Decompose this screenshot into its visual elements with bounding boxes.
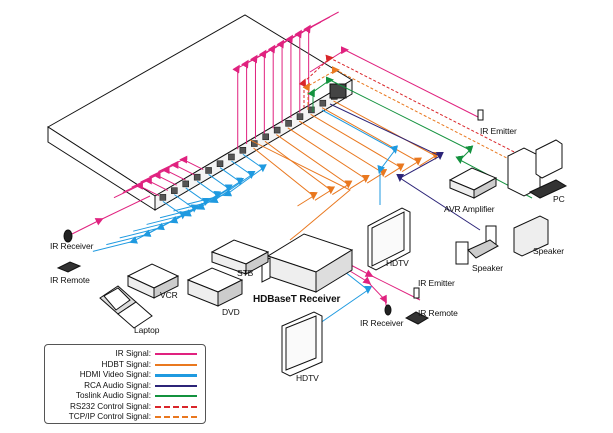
port-connector xyxy=(262,133,269,141)
ir-receiver-right-icon xyxy=(384,304,392,316)
legend-label: HDMI Video Signal: xyxy=(79,370,151,379)
label-ir-remote-right: IR Remote xyxy=(418,308,458,318)
legend-item-hdbt: HDBT Signal: xyxy=(45,360,205,370)
legend-item-toslink: Toslink Audio Signal: xyxy=(45,391,205,401)
power-socket xyxy=(329,83,347,99)
avr-amplifier xyxy=(448,167,498,199)
ir-emitter-right-icon xyxy=(413,287,420,299)
port-connector xyxy=(239,147,247,154)
rca-line xyxy=(329,103,481,231)
legend-item-hdmi: HDMI Video Signal: xyxy=(45,370,205,380)
laptop-device xyxy=(99,285,153,329)
matrix-switcher xyxy=(47,14,353,211)
label-ir-emitter-right: IR Emitter xyxy=(418,278,455,288)
legend-item-ir: IR Signal: xyxy=(45,349,205,359)
ir-input-line xyxy=(140,166,186,183)
ir-input-lines xyxy=(113,155,204,199)
label-speaker-center: Speaker xyxy=(472,263,503,273)
ir-input-line xyxy=(131,171,177,188)
port-connector xyxy=(228,153,235,161)
dvd-device xyxy=(186,267,244,307)
legend-item-rs232: RS232 Control Signal: xyxy=(45,402,205,412)
label-hdtv-top: HDTV xyxy=(386,258,409,268)
receiver-ir-out xyxy=(344,261,421,301)
label-dvd: DVD xyxy=(222,307,240,317)
control-lines xyxy=(71,46,533,331)
hdtv-bottom xyxy=(281,311,323,377)
hdbt-output-line xyxy=(253,147,318,207)
hdbt-output-line xyxy=(298,120,388,184)
label-laptop: Laptop xyxy=(134,325,160,335)
port-connector xyxy=(193,173,201,181)
label-ir-remote-left: IR Remote xyxy=(50,275,90,285)
legend-swatch xyxy=(155,353,197,355)
hdbt-receiver-line xyxy=(249,139,351,241)
stb-device xyxy=(210,239,270,275)
speaker-set-center xyxy=(455,225,499,265)
speaker-right xyxy=(513,215,549,257)
port-connector xyxy=(285,120,292,127)
label-pc: PC xyxy=(553,194,565,204)
label-hdtv-bottom: HDTV xyxy=(296,373,319,383)
legend-swatch xyxy=(155,416,197,418)
hdbt-output-line xyxy=(333,100,440,167)
left-ir-receiver-line xyxy=(71,195,151,235)
ir-input-line xyxy=(113,181,160,199)
devices xyxy=(56,109,568,377)
port-connector xyxy=(171,187,178,194)
hdmi-hdtv-line xyxy=(321,109,399,205)
legend-label: HDBT Signal: xyxy=(101,359,151,369)
hdmi-input-lines xyxy=(92,153,267,252)
toslink-line xyxy=(307,76,533,199)
port-connector xyxy=(159,194,167,201)
port-connector xyxy=(205,167,212,174)
rs232-line xyxy=(298,54,531,161)
port-connector xyxy=(273,126,281,134)
vcr-device xyxy=(126,263,180,299)
label-ir-emitter-top: IR Emitter xyxy=(480,126,517,136)
hdbt-output-line xyxy=(276,134,353,195)
legend-label: RS232 Control Signal: xyxy=(69,401,151,411)
port-connector xyxy=(182,180,189,188)
legend-swatch xyxy=(155,384,197,387)
hdbaset-receiver xyxy=(261,233,354,293)
label-avr-amplifier: AVR Amplifier xyxy=(444,204,495,214)
legend-swatch xyxy=(155,395,197,397)
label-ir-receiver-left: IR Receiver xyxy=(50,241,94,251)
ir-receiver-left-icon xyxy=(63,229,73,243)
ir-remote-right-icon xyxy=(404,311,430,325)
label-speaker-right: Speaker xyxy=(533,246,564,256)
legend-label: RCA Audio Signal: xyxy=(84,380,151,390)
legend-item-tcpip: TCP/IP Control Signal: xyxy=(45,412,205,422)
label-hdbaset-receiver: HDBaseT Receiver xyxy=(253,294,341,305)
hdbt-output-line xyxy=(264,140,336,201)
ir-output-lines xyxy=(232,11,339,150)
legend-label: IR Signal: xyxy=(115,349,152,358)
legend-swatch xyxy=(155,363,197,366)
hdmi-input-line xyxy=(92,200,188,252)
legend-swatch xyxy=(155,374,197,377)
label-ir-receiver-right: IR Receiver xyxy=(360,318,404,328)
label-vcr: VCR xyxy=(160,290,178,300)
legend-item-rca: RCA Audio Signal: xyxy=(45,381,205,391)
pc-tower xyxy=(507,139,568,199)
ir-input-line xyxy=(158,155,204,173)
hdmi-input-line xyxy=(186,153,267,205)
ir-emitter-top-icon xyxy=(477,109,484,121)
ir-remote-left-icon xyxy=(56,261,82,273)
ir-input-line xyxy=(122,176,169,193)
port-connector xyxy=(216,160,224,167)
legend-label: Toslink Audio Signal: xyxy=(75,391,151,400)
port-connector xyxy=(308,106,315,114)
port-connector xyxy=(319,99,327,107)
ir-input-line xyxy=(149,160,195,178)
legend-label: TCP/IP Control Signal: xyxy=(68,412,151,421)
hdbt-output-line xyxy=(287,127,370,190)
signal-legend: IR Signal: HDBT Signal: HDMI Video Signa… xyxy=(44,344,206,424)
legend-swatch xyxy=(155,405,197,408)
hdtv-top xyxy=(367,207,411,271)
port-connector xyxy=(296,113,304,120)
label-stb: STB xyxy=(237,268,254,278)
